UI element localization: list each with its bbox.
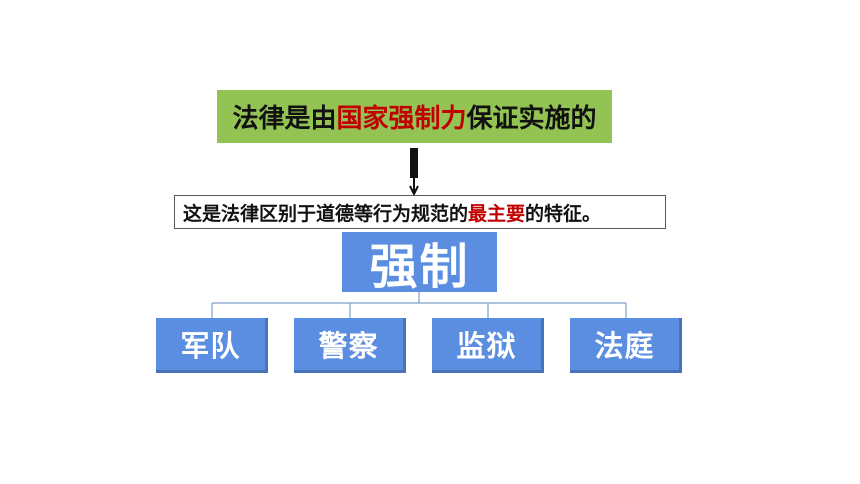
statement-prefix: 法律是由 bbox=[232, 104, 337, 134]
child-node-label: 警察 bbox=[318, 329, 379, 363]
root-node-label: 强制 bbox=[369, 239, 470, 295]
down-arrow-icon bbox=[409, 148, 419, 196]
statement-box: 法律是由国家强制力保证实施的 bbox=[217, 90, 612, 143]
child-node-police: 警察 bbox=[294, 318, 406, 373]
statement-suffix: 保证实施的 bbox=[466, 104, 597, 134]
child-node-label: 监狱 bbox=[456, 329, 517, 363]
note-highlight: 最主要 bbox=[468, 202, 526, 225]
root-node: 强制 bbox=[342, 232, 497, 295]
child-node-label: 法庭 bbox=[594, 329, 655, 363]
note-suffix: 的特征。 bbox=[525, 202, 602, 225]
child-node-label: 军队 bbox=[180, 329, 241, 363]
note-prefix: 这是法律区别于道德等行为规范的 bbox=[183, 202, 469, 225]
child-node-prison: 监狱 bbox=[432, 318, 544, 373]
child-node-court: 法庭 bbox=[570, 318, 682, 373]
statement-highlight: 国家强制力 bbox=[336, 104, 467, 134]
note-box: 这是法律区别于道德等行为规范的最主要的特征。 bbox=[174, 195, 666, 229]
child-node-army: 军队 bbox=[156, 318, 268, 373]
